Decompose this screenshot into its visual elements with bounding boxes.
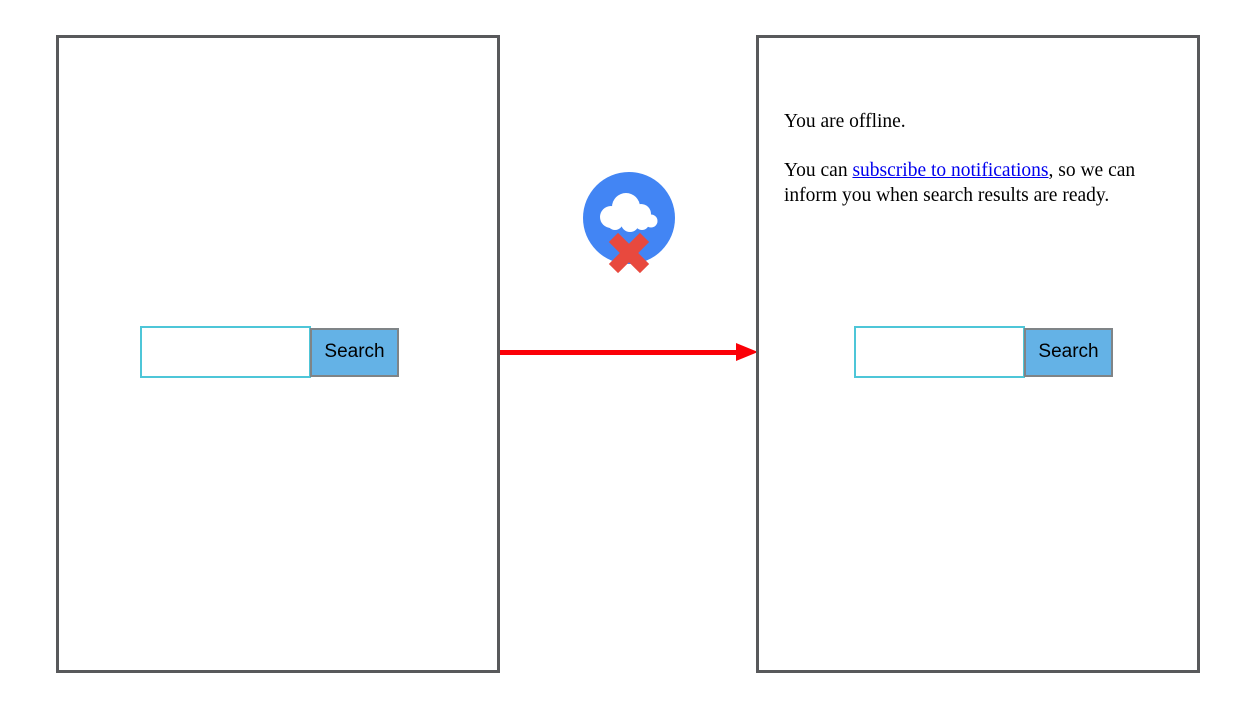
search-button[interactable]: Search: [310, 327, 399, 377]
offline-copy: You are offline. You can subscribe to no…: [784, 109, 1180, 232]
search-button[interactable]: Search: [1024, 327, 1113, 377]
flow-arrow: [500, 350, 738, 355]
search-input[interactable]: [854, 326, 1025, 378]
error-x-icon: [608, 232, 650, 274]
offline-message: You are offline.: [784, 111, 906, 132]
right-browser-frame: You are offline. You can subscribe to no…: [756, 35, 1200, 673]
notify-text-after: , so we can inform you when search resul…: [784, 160, 1136, 206]
flow-arrow-head-icon: [736, 343, 758, 361]
search-input[interactable]: [140, 326, 311, 378]
notify-text-before: You can: [784, 160, 853, 181]
right-search-widget: Search: [854, 326, 1113, 378]
left-search-widget: Search: [140, 326, 399, 378]
offline-cloud-icon: [583, 172, 675, 274]
subscribe-notifications-link[interactable]: subscribe to notifications: [852, 160, 1049, 181]
left-browser-frame: Search: [56, 35, 500, 673]
notify-message: You can subscribe to notifications, so w…: [784, 158, 1180, 208]
cloud-icon: [583, 172, 675, 264]
